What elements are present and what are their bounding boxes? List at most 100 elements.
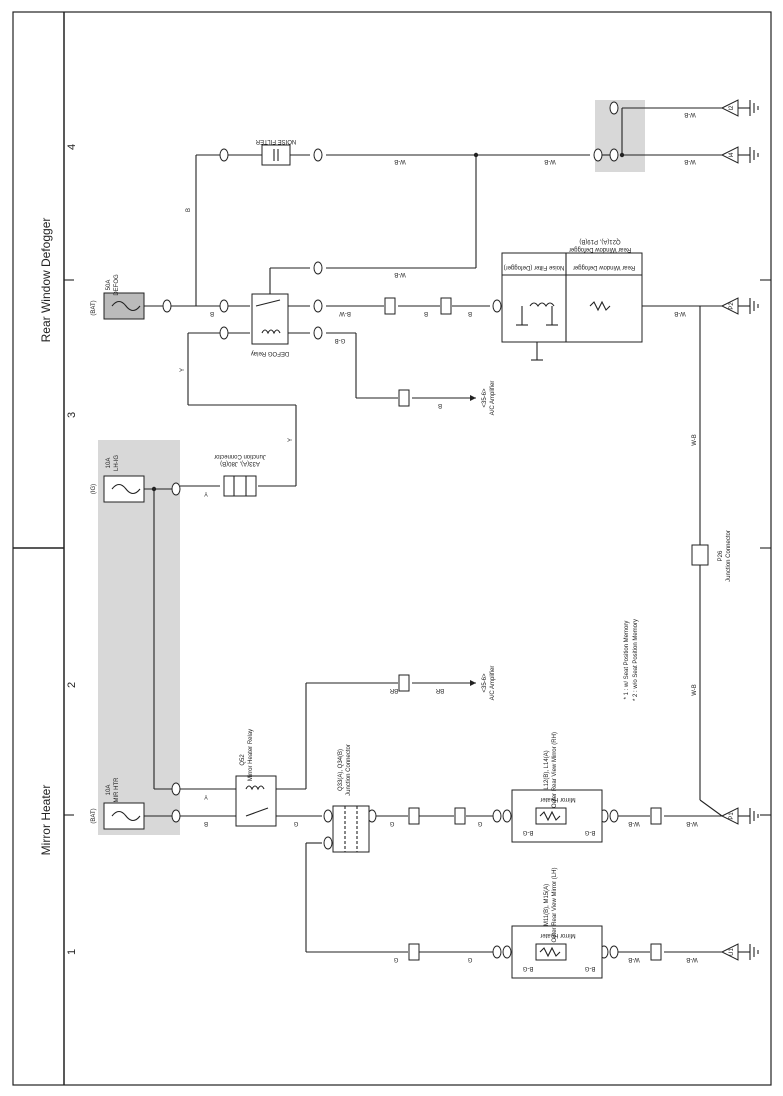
wire-label-wb-5: W-B (394, 271, 406, 277)
wire-label-bg-2: B-G (584, 829, 595, 835)
wire-label-br-2: BR (389, 687, 398, 693)
fuse-defog-rating: 50A (106, 280, 112, 291)
wire-label-bg-4: B-G (584, 965, 595, 971)
ground-i2: I2 (720, 99, 759, 117)
section-title-defogger: Rear Window Defogger (39, 218, 53, 343)
wire-label-wb-2: W-B (394, 158, 406, 164)
wire-label-b-4: B (468, 310, 472, 316)
fuse-mirhtr-source: (BAT) (91, 808, 97, 823)
ac-amplifier-1: A/C Amplifier <35-6> (470, 381, 496, 416)
wire-label-wb-3: W-B (684, 158, 696, 164)
mirror-relay-name: Mirror Heater Relay (248, 729, 254, 781)
wire-label-wb-4: W-B (684, 111, 696, 117)
ac-amplifier-2: A/C Amplifier <35-6> (470, 666, 496, 701)
fuse-defog: (BAT) 50A DEFOG (91, 274, 145, 320)
svg-text:I2: I2 (729, 105, 735, 111)
mirror-relay-ref: Q52 (240, 754, 246, 766)
wire-label-wb-11: W-B (692, 434, 698, 446)
noise-filter-label: NOISE FILTER (255, 138, 296, 144)
fuse-defog-source: (BAT) (91, 300, 97, 315)
fuse-mirhtr: (BAT) 10A MIR HTR (91, 777, 145, 830)
wire-label-b-2: B (186, 208, 192, 212)
ground-u1: U1 (720, 943, 759, 961)
ground-p2: P2 (720, 297, 759, 315)
wire-label-wb-8: W-B (686, 820, 698, 826)
note-1: * 1 : w/ Seat Position Memory (624, 621, 630, 700)
grid-number-2: 2 (66, 682, 78, 688)
grid-number-3: 3 (66, 412, 78, 418)
rear-defogger-ref: Q21(A), P19(B) (579, 238, 620, 244)
note-2: * 2 : w/o Seat Position Memory (633, 619, 639, 701)
fuse-ig-name: LH-IG (114, 455, 120, 471)
wire-color-labels: W-B W-B W-B W-B W-B W-B B B B B B B-W G-… (180, 111, 698, 971)
lh-mirror-heater-label: Mirror Heater (540, 932, 575, 938)
wire-label-b-3: B (424, 310, 428, 316)
rear-defogger-name: Rear Window Defogger (569, 246, 631, 252)
defog-relay-label: DEFOG Relay (251, 350, 289, 356)
section-title-mirror-heater: Mirror Heater (39, 785, 53, 856)
defog-relay: DEFOG Relay (251, 293, 289, 356)
rh-mirror-heater-label: Mirror Heater (540, 796, 575, 802)
wire-label-g-4: G (393, 956, 398, 962)
grid-number-4: 4 (66, 144, 78, 150)
junction-connector-p26: P26 Junction Connector (691, 530, 732, 582)
wire-label-y-1: Y (180, 368, 186, 372)
rh-mirror-name: Outer Rear View Mirror (RH) (552, 732, 558, 808)
lh-mirror-name: Outer Rear View Mirror (LH) (552, 868, 558, 943)
wire-label-wb-9: W-B (628, 956, 640, 962)
wire-label-gb: G-B (335, 337, 346, 343)
jc-p26-ref: P26 (718, 550, 724, 561)
rh-mirror: Mirror Heater L12(B), L14(A) Outer Rear … (511, 732, 603, 843)
ground-symbols: I2 I4 P2 P1 U1 (720, 99, 759, 961)
fuse-defog-name: DEFOG (114, 274, 120, 296)
rear-defogger: Q21(A), P19(B) Rear Window Defogger Nois… (501, 238, 643, 361)
wire-label-bg-1: B-G (522, 829, 533, 835)
fuse-ig-rating: 10A (106, 458, 112, 469)
ground-i4: I4 (720, 146, 759, 164)
svg-text:P1: P1 (729, 812, 735, 820)
wire-label-g-5: G (467, 956, 472, 962)
wire-label-b-6: B (204, 820, 208, 826)
ground-p1: P1 (720, 807, 759, 825)
rear-defogger-part2: Rear Window Defogger (573, 264, 635, 270)
wire-label-y-4: Y (204, 793, 208, 799)
wire-label-wb-6: W-B (674, 310, 686, 316)
grid-number-1: 1 (66, 949, 78, 955)
ac-amp-1-ref: <35-6> (482, 388, 488, 408)
junction-connector-a33: A33(A), J80(B) Junction Connector (214, 453, 266, 497)
jc-a33-ref: A33(A), J80(B) (220, 460, 260, 466)
wire-label-y-2: Y (288, 438, 294, 442)
ig-fuse-shade (98, 440, 180, 835)
edge-ticks (64, 279, 771, 816)
wire-label-bw: B-W (339, 310, 351, 316)
wire-label-wb-1: W-B (544, 158, 556, 164)
wire-label-bg-3: B-G (522, 965, 533, 971)
jc-q33-name: Junction Connector (346, 744, 352, 796)
wire-label-b-5: B (438, 402, 442, 408)
wires (144, 107, 723, 953)
svg-text:U1: U1 (729, 948, 735, 956)
wire-label-g-2: G (389, 820, 394, 826)
wire-label-g-3: G (477, 820, 482, 826)
wire-label-b-1: B (210, 310, 214, 316)
jc-p26-name: Junction Connector (726, 530, 732, 582)
fuse-ig: (IG) 10A LH-IG (91, 455, 145, 503)
mirror-heater-relay: Q52 Mirror Heater Relay (235, 729, 277, 827)
wire-label-y-3: Y (204, 490, 208, 496)
svg-text:I4: I4 (729, 152, 735, 158)
fuse-mirhtr-name: MIR HTR (114, 777, 120, 803)
svg-text:P2: P2 (729, 302, 735, 310)
rh-mirror-ref: L12(B), L14(A) (544, 750, 550, 789)
ac-amp-1-name: A/C Amplifier (490, 381, 496, 416)
wire-label-wb-7: W-B (628, 820, 640, 826)
lh-mirror: Mirror Heater M11(B), M15(A) Outer Rear … (511, 868, 603, 979)
rear-defogger-part1: Noise Filter (Defogger) (504, 264, 565, 270)
lh-mirror-ref: M11(B), M15(A) (544, 884, 550, 926)
noise-filter: NOISE FILTER (255, 138, 296, 166)
wire-label-wb-12: W-B (692, 684, 698, 696)
wire-label-wb-10: W-B (686, 956, 698, 962)
ac-amp-2-name: A/C Amplifier (490, 666, 496, 701)
wire-label-g-1: G (293, 820, 298, 826)
wire-label-br-1: BR (435, 687, 444, 693)
